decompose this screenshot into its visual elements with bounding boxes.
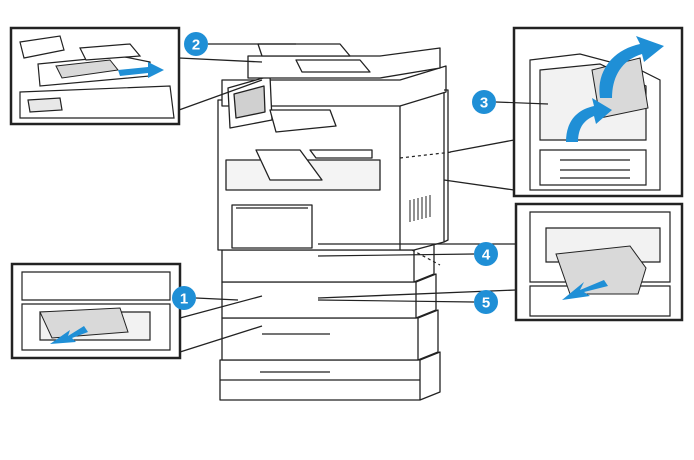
callout-5-label: 5: [482, 295, 490, 312]
callout-3: 3: [472, 90, 496, 114]
inset-fuser-area: [514, 28, 682, 196]
callout-3-label: 3: [480, 95, 488, 112]
printer-illustration: [218, 44, 448, 400]
callout-2: 2: [184, 32, 208, 56]
callout-5: 5: [474, 290, 498, 314]
inset-document-feeder: [11, 28, 179, 124]
callout-1: 1: [172, 286, 196, 310]
callout-4: 4: [474, 242, 498, 266]
callout-1-label: 1: [180, 291, 188, 308]
callout-2-label: 2: [192, 37, 200, 54]
inset-bypass-tray: [516, 204, 682, 320]
inset-tray-1: [12, 264, 180, 358]
callout-4-label: 4: [482, 247, 491, 264]
